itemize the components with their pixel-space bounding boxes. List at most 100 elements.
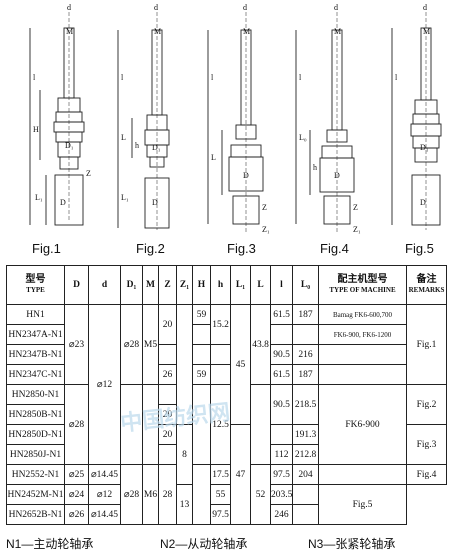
dim-Z-label-1: Z: [86, 169, 91, 178]
table-row: HN1 ⌀23 ⌀12 ⌀28 M5 20 59 15.2 45 43.8 61…: [6, 304, 447, 465]
remarks-cell: Fig.5: [318, 484, 407, 525]
header-L1: L₁: [230, 265, 251, 305]
machine-cell: [318, 344, 407, 365]
machine-cell: [318, 464, 407, 485]
M-cell: M6: [142, 464, 159, 525]
remarks-cell: Fig.2: [406, 384, 447, 425]
type-cell: HN2850D-N1: [6, 424, 65, 445]
dim-Lo-label-4: L₀: [299, 133, 307, 142]
Lo-cell: 204: [292, 464, 319, 485]
L-cell: 52: [250, 464, 271, 525]
dim-L1-label-1: L₁: [35, 193, 43, 202]
type-cell: HN2552-N1: [6, 464, 65, 485]
table-row: HN2652B-N1 ⌀26 ⌀14.45 97.5 246: [6, 504, 447, 525]
Lo-cell: 187: [292, 304, 319, 325]
dim-Z1-label-3: Z₁: [262, 225, 270, 234]
dim-Z1-label-4: Z₁: [353, 225, 361, 234]
type-cell: HN2850-N1: [6, 384, 65, 405]
machine-cell: [318, 364, 407, 385]
dim-h-label-4: h: [313, 163, 317, 172]
Z-cell: 20: [158, 304, 177, 345]
H-cell: [192, 324, 211, 345]
footer-n2: N2—从动轮轴承: [160, 537, 248, 551]
l-cell: 61.5: [270, 364, 293, 385]
L1-cell: 45: [230, 304, 251, 425]
D-cell: ⌀23: [64, 304, 89, 385]
header-Z1: Z₁: [176, 265, 193, 305]
type-cell: HN2652B-N1: [6, 504, 65, 525]
dim-D-label-1: D: [60, 198, 66, 207]
dim-M-label-5: M: [423, 27, 430, 36]
dim-D-label-2: D: [152, 198, 158, 207]
dim-d-label-2: d: [154, 3, 158, 12]
dim-L-label-3: L: [211, 153, 216, 162]
dim-D1-label-5: D₁: [420, 143, 429, 152]
fig4-drawing: [295, 12, 355, 232]
header-L: L: [250, 265, 271, 305]
dim-d-label-4: d: [334, 3, 338, 12]
l-cell: 61.5: [270, 304, 293, 325]
H-cell: [192, 464, 211, 525]
h-cell: 13: [176, 484, 193, 525]
remarks-cell: Fig.4: [406, 464, 447, 485]
l-cell: 55: [210, 484, 231, 505]
H-cell: 59: [192, 364, 211, 385]
table-row: HN2552-N1 ⌀25 ⌀14.45 ⌀28 M6 28 17.5 52 9…: [6, 464, 447, 525]
table-header-row: 型号 TYPE D d D₁ M Z Z₁ H h L₁ L l L₀ 配主机型…: [6, 265, 447, 305]
H-cell: [192, 384, 211, 465]
H-cell: 59: [192, 304, 211, 325]
D-cell: ⌀24: [64, 484, 89, 505]
Z1-cell: [176, 304, 193, 425]
Lo-cell: [292, 324, 319, 345]
Z1-cell: 8: [176, 424, 193, 485]
type-cell: HN1: [6, 304, 65, 325]
figures-drawing: d M l H D₁ Z L₁ D d M l L D₁ h L₁ D d M …: [29, 3, 442, 234]
Lo-cell: 187: [292, 364, 319, 385]
dim-l-label-2: l: [121, 73, 124, 82]
table-row: HN2850D-N1 20 8 47 191.3 Fig.3: [6, 424, 447, 525]
h-cell: [210, 364, 231, 385]
remarks-cell: Fig.3: [406, 424, 447, 465]
spec-table: 型号 TYPE D d D₁ M Z Z₁ H h L₁ L l L₀ 配主机型…: [6, 265, 447, 525]
dim-D1-label-1: D₁: [65, 141, 74, 150]
header-machine: 配主机型号 TYPE OF MACHINE: [318, 265, 407, 305]
Z-cell: [158, 384, 177, 405]
figure-label-2: Fig.2: [136, 241, 165, 256]
l-cell: [270, 324, 293, 345]
l-cell: [270, 424, 293, 445]
h-cell: 17.5: [210, 464, 231, 485]
Z-cell: 28: [158, 464, 177, 525]
D1-cell: ⌀28: [120, 304, 143, 385]
d-cell: ⌀12: [88, 484, 121, 505]
dim-l-label-4: l: [299, 73, 302, 82]
dim-l-label-5: l: [395, 73, 398, 82]
Z-cell: 20: [158, 424, 177, 445]
Z-cell: [158, 344, 177, 365]
M-cell: M5: [142, 304, 159, 385]
table-row: HN2347B-N1 90.5 216: [6, 344, 447, 365]
header-h: h: [210, 265, 231, 305]
type-cell: HN2850B-N1: [6, 404, 65, 425]
D-cell: ⌀25: [64, 464, 89, 485]
dim-M-label-4: M: [334, 27, 341, 36]
fig2-drawing: [117, 12, 170, 230]
dim-D-label-4: D: [334, 171, 340, 180]
figure-label-1: Fig.1: [32, 241, 61, 256]
dim-l-label-1: l: [33, 73, 36, 82]
type-cell: HN2452M-N1: [6, 484, 65, 505]
figure-label-4: Fig.4: [320, 241, 349, 256]
Z-cell: 26: [158, 364, 177, 385]
remarks-cell: Fig.1: [406, 304, 447, 385]
Z-cell: [158, 444, 177, 465]
Lo-cell: 191.3: [292, 424, 319, 445]
l-cell: 97.5: [270, 464, 293, 485]
header-Lo: L₀: [292, 265, 319, 305]
d-cell: ⌀14.45: [88, 504, 121, 525]
footer-n1: N1—主动轮轴承: [6, 537, 94, 551]
dim-L-label-2: L: [121, 133, 126, 142]
L1-cell: 47: [230, 424, 251, 525]
Lo-cell: 218.5: [292, 384, 319, 425]
type-cell: HN2347B-N1: [6, 344, 65, 365]
dim-M-label-2: M: [154, 27, 161, 36]
dim-l-label-3: l: [211, 73, 214, 82]
